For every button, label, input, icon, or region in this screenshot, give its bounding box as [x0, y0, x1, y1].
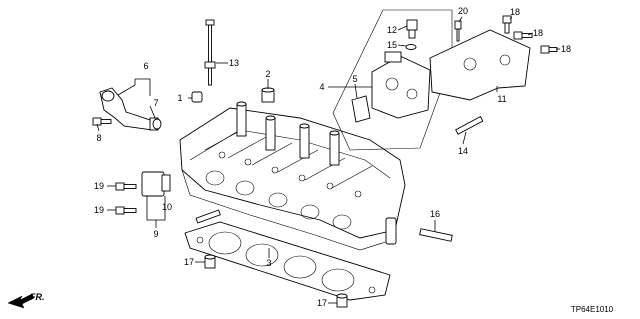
callout-10: 10 [162, 202, 172, 212]
part-10-sensor[interactable] [141, 171, 171, 197]
front-direction-indicator: FR. [7, 292, 45, 309]
callout-2: 2 [265, 69, 270, 79]
callout-15: 15 [387, 40, 397, 50]
part-18-bolt-b[interactable] [513, 31, 533, 40]
part-8-bolt[interactable] [92, 117, 112, 126]
callout-4: 4 [319, 82, 324, 92]
callout-16-right: 16 [430, 209, 440, 219]
part-2-sleeve[interactable] [261, 87, 275, 103]
callout-7: 7 [153, 98, 158, 108]
callout-3: 3 [266, 258, 271, 268]
callout-11: 11 [497, 94, 506, 104]
part-3-head-gasket[interactable] [184, 221, 391, 301]
callout-1: 1 [177, 93, 182, 103]
part-1-dowel[interactable] [191, 91, 203, 103]
callout-13: 13 [229, 58, 239, 68]
part-13-head-bolt[interactable] [204, 19, 216, 86]
callout-labels: 1 2 3 4 5 6 7 8 9 10 11 12 13 14 15 16 1… [94, 6, 571, 308]
cylinder-head[interactable] [179, 107, 406, 251]
part-18-bolt-a[interactable] [502, 15, 512, 34]
callout-19-upper: 19 [94, 181, 104, 191]
part-19-bolt-upper[interactable] [115, 182, 137, 191]
callout-9: 9 [153, 229, 158, 239]
callout-20: 20 [458, 6, 468, 16]
part-16-stud-right[interactable] [419, 228, 453, 242]
callout-18-b: 18 [533, 28, 543, 38]
part-16-dowel-block[interactable] [385, 217, 397, 245]
callout-6: 6 [143, 61, 148, 71]
callout-18-a: 18 [510, 7, 520, 17]
part-15-o-ring[interactable] [405, 44, 417, 50]
callout-18-c: 18 [561, 44, 571, 54]
callout-14: 14 [458, 146, 468, 156]
callout-8: 8 [96, 133, 101, 143]
part-12-pressure-switch[interactable] [406, 19, 418, 39]
part-11-bracket[interactable] [429, 29, 531, 101]
callout-5: 5 [352, 74, 357, 84]
part-17-dowel-bottom[interactable] [336, 293, 348, 308]
callout-19-lower: 19 [94, 205, 104, 215]
front-arrow-icon [7, 293, 35, 309]
part-5-gasket[interactable] [351, 95, 371, 123]
part-16-stud-left[interactable] [195, 209, 221, 224]
part-14-stud[interactable] [455, 116, 484, 135]
head-studs [236, 101, 340, 166]
callout-12: 12 [387, 25, 397, 35]
callout-17-bottom: 17 [317, 298, 327, 308]
leader-lines [96, 16, 560, 304]
diagram-code: TP64E1010 [571, 305, 614, 314]
part-17-dowel-left[interactable] [204, 254, 216, 269]
part-7-o-ring[interactable] [152, 118, 162, 130]
part-19-bolt-lower[interactable] [115, 206, 137, 215]
part-18-bolt-c[interactable] [540, 45, 558, 54]
callout-17-left: 17 [184, 257, 194, 267]
front-label: FR. [30, 292, 45, 302]
part-20-bolt[interactable] [454, 20, 462, 42]
part-4-vtec-solenoid[interactable] [371, 51, 431, 119]
